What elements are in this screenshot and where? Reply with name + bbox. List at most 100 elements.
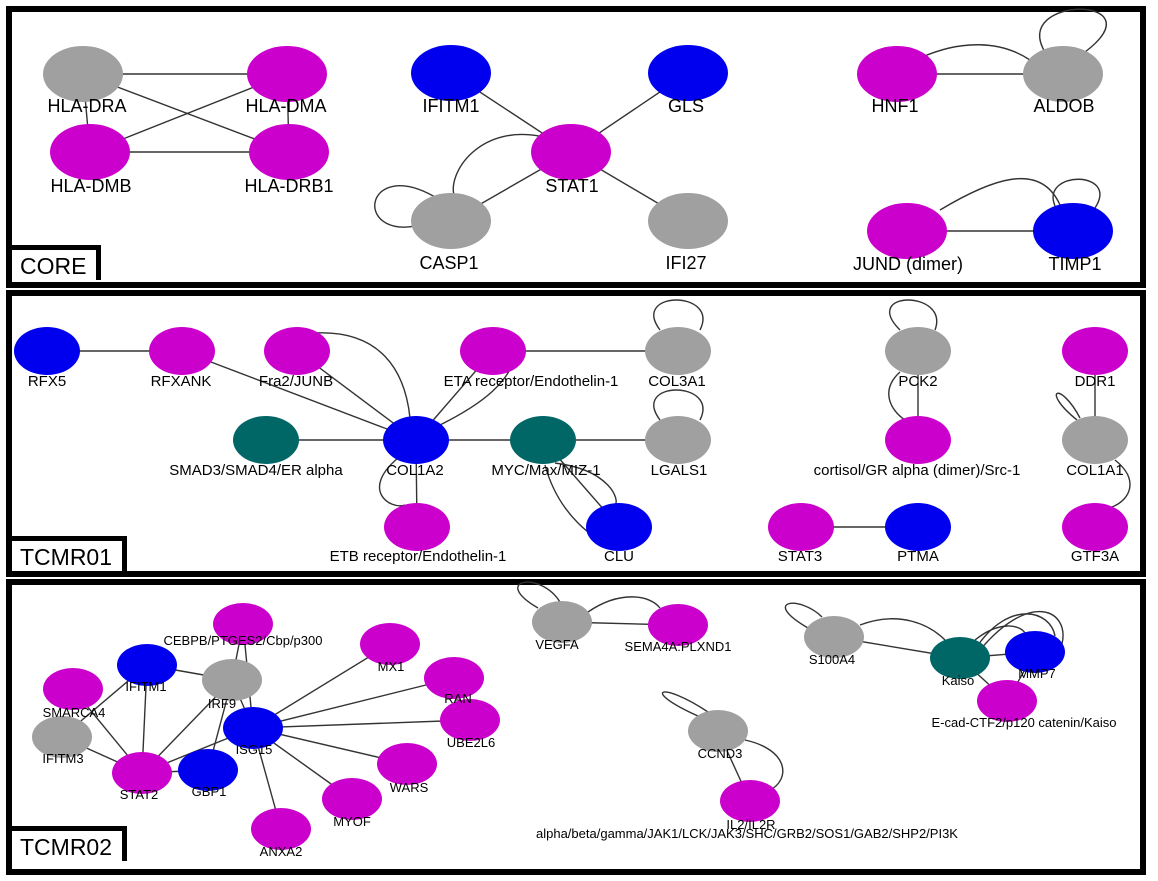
node-label-ran: RAN — [444, 691, 471, 706]
edge-s100a4_loop — [784, 602, 823, 629]
node-kaiso — [930, 637, 990, 679]
node-hla_dra — [43, 46, 123, 102]
node-label-s100a4: S100A4 — [809, 652, 855, 667]
node-lgals1 — [645, 416, 711, 464]
edge-col1a1_loop — [1055, 392, 1081, 421]
edge-vegfa_loop — [517, 581, 561, 609]
node-label-ifitm1_core: IFITM1 — [423, 96, 480, 116]
node-mmp7 — [1005, 631, 1065, 673]
edge-isg15-ran — [252, 677, 455, 729]
node-label-hnf1: HNF1 — [871, 96, 918, 116]
node-label-lgals1: LGALS1 — [651, 462, 708, 479]
node-ifitm1_core — [411, 45, 491, 101]
node-gls — [648, 45, 728, 101]
node-label-ptma: PTMA — [897, 548, 939, 565]
node-ifitm3 — [32, 716, 92, 758]
node-pck2 — [885, 327, 951, 375]
node-myof — [322, 778, 382, 820]
node-sema4a — [648, 604, 708, 646]
edge-jund_timp1_arc — [939, 178, 1061, 211]
node-label-myof: MYOF — [333, 814, 371, 829]
edge-aldob_loop — [1038, 8, 1107, 53]
node-label-mmp7: MMP7 — [1018, 666, 1056, 681]
node-ifi27 — [648, 193, 728, 249]
node-etb — [384, 503, 450, 551]
node-gbp1 — [178, 749, 238, 791]
node-label-il2: IL2/IL2R — [726, 817, 775, 832]
node-label-cortisol: cortisol/GR alpha (dimer)/Src-1 — [814, 462, 1021, 479]
node-ddr1 — [1062, 327, 1128, 375]
node-label-stat3: STAT3 — [778, 548, 822, 565]
node-gtf3a — [1062, 503, 1128, 551]
node-label-irf9: IRF9 — [208, 696, 236, 711]
node-label-hla_dra: HLA-DRA — [47, 96, 126, 116]
node-label-ifitm1: IFITM1 — [125, 679, 166, 694]
node-col3a1 — [645, 327, 711, 375]
edge-isg15-mx1 — [252, 643, 391, 729]
node-hla_dmb — [50, 124, 130, 180]
node-label-fra2: Fra2/JUNB — [259, 373, 333, 390]
node-hla_dma — [247, 46, 327, 102]
panel-label-tcmr02: TCMR02 — [12, 826, 128, 861]
node-label-casp1: CASP1 — [419, 253, 478, 273]
node-hnf1 — [857, 46, 937, 102]
edge-vegfa_sema4a_arc — [587, 596, 661, 613]
edge-rfxank-col1a2 — [181, 350, 417, 441]
node-label-gls: GLS — [668, 96, 704, 116]
node-isg15 — [223, 707, 283, 749]
edge-hnf1_aldob_arc — [919, 44, 1031, 61]
edge-lgals1_loop — [653, 389, 704, 421]
node-jund — [867, 203, 947, 259]
edge-pck2_loop — [889, 299, 938, 331]
node-label-timp1: TIMP1 — [1048, 254, 1101, 274]
edge-pck2_cortisol_arc — [888, 371, 906, 421]
node-label-aldob: ALDOB — [1033, 96, 1094, 116]
node-label-ifitm3: IFITM3 — [42, 751, 83, 766]
node-label-gbp1: GBP1 — [192, 784, 227, 799]
edge-s100a4_kaiso_arc — [859, 618, 946, 641]
node-fra2 — [264, 327, 330, 375]
panel-label-core: CORE — [12, 245, 102, 280]
node-stat3 — [768, 503, 834, 551]
node-hla_drb1 — [249, 124, 329, 180]
edge-col1a2_etb_arc — [378, 457, 406, 507]
node-label-ecad: E-cad-CTF2/p120 catenin/Kaiso — [932, 715, 1117, 730]
node-ube2l6 — [440, 699, 500, 741]
node-cebpb — [213, 603, 273, 645]
node-ptma — [885, 503, 951, 551]
edge-col3a1_loop — [653, 299, 704, 331]
node-label-stat1: STAT1 — [545, 176, 598, 196]
node-smad — [233, 416, 299, 464]
node-label-clu: CLU — [604, 548, 634, 565]
node-label-cebpb: CEBPB/PTGES2/Cbp/p300 — [164, 633, 323, 648]
node-label-jund: JUND (dimer) — [853, 254, 963, 274]
edge-myc_clu_arc2 — [554, 462, 617, 506]
node-stat2 — [112, 752, 172, 794]
node-label-sema4a: SEMA4A:PLXND1 — [625, 639, 732, 654]
node-label-anxa2: ANXA2 — [260, 844, 303, 859]
node-label-hla_drb1: HLA-DRB1 — [244, 176, 333, 196]
node-il2 — [720, 780, 780, 822]
edge-ccnd3_loop — [661, 691, 709, 717]
node-aldob — [1023, 46, 1103, 102]
node-label-vegfa: VEGFA — [535, 637, 579, 652]
node-label-kaiso: Kaiso — [942, 673, 975, 688]
node-label-rfxank: RFXANK — [151, 373, 212, 390]
node-clu — [586, 503, 652, 551]
node-anxa2 — [251, 808, 311, 850]
node-label-ube2l6: UBE2L6 — [447, 735, 495, 750]
node-col1a1 — [1062, 416, 1128, 464]
node-label-mx1: MX1 — [378, 659, 405, 674]
node-myc — [510, 416, 576, 464]
node-vegfa — [532, 601, 592, 643]
edge-kaiso_mmp7_arc1 — [974, 625, 1026, 641]
edge-casp1_loop — [374, 185, 441, 228]
node-rfx5 — [14, 327, 80, 375]
edge-kaiso_mmp7_arc3 — [979, 610, 1064, 651]
node-irf9 — [202, 659, 262, 701]
node-col1a2 — [383, 416, 449, 464]
node-ifitm1 — [117, 644, 177, 686]
node-smarca4 — [43, 668, 103, 710]
node-label-col3a1: COL3A1 — [648, 373, 706, 390]
node-label-isg15: ISG15 — [236, 742, 273, 757]
